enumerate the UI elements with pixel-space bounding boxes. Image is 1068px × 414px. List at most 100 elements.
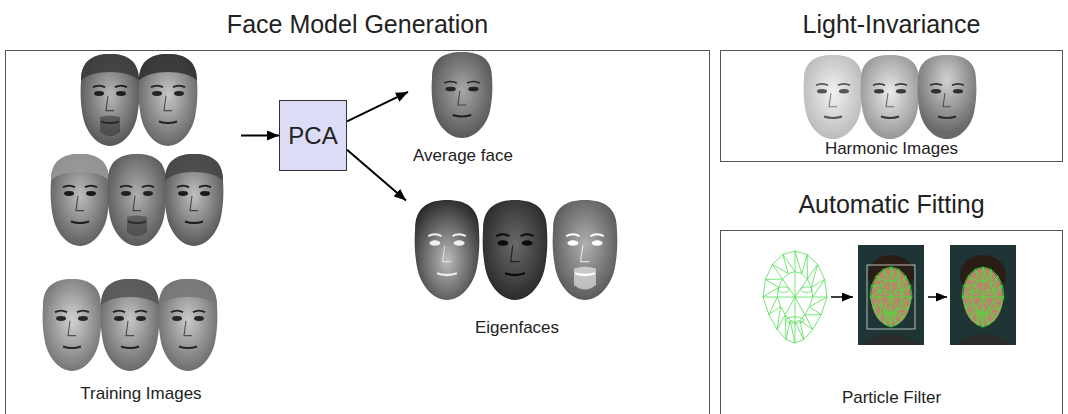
face-nose — [164, 96, 172, 111]
mesh-lines — [763, 251, 827, 343]
face-eye — [454, 240, 465, 245]
face-mouth — [179, 346, 197, 348]
face-eye — [896, 89, 906, 93]
face-eye — [953, 89, 963, 93]
face-brow — [93, 86, 127, 88]
face-brow — [120, 186, 154, 188]
face-brow — [444, 82, 479, 84]
face-mesh — [763, 251, 827, 343]
face-nose — [458, 91, 466, 105]
face-mesh — [870, 267, 912, 327]
face-brow — [177, 186, 211, 188]
face-nose — [126, 321, 134, 336]
face-eye — [178, 191, 188, 196]
face-shape — [81, 54, 140, 146]
face-image — [918, 55, 977, 139]
face-mouth — [121, 346, 139, 348]
panel: Automatic FittingParticle Filter — [720, 230, 1063, 414]
face-nose — [190, 196, 198, 211]
face-image — [159, 279, 218, 371]
face-brow — [566, 234, 603, 236]
caption: Harmonic Images — [825, 139, 958, 159]
image-group: Eigenfaces — [406, 193, 628, 341]
face-brow — [496, 234, 533, 236]
face-eye — [114, 316, 124, 321]
face-nose — [511, 245, 520, 261]
face-mouth — [453, 115, 472, 117]
face-hair — [159, 279, 217, 306]
connector-arrow — [347, 92, 408, 121]
caption: Average face — [413, 146, 513, 166]
step-arrow — [928, 296, 947, 298]
face-image — [553, 200, 618, 300]
mesh-eye — [895, 290, 903, 294]
face-mouth — [938, 117, 956, 118]
face-shape — [804, 55, 863, 139]
face-eye — [78, 316, 88, 321]
face-eye — [592, 240, 603, 245]
face-shape — [101, 279, 160, 371]
panel: Light-InvarianceHarmonic Images — [720, 50, 1063, 162]
face-shape — [918, 55, 977, 139]
face-hair — [165, 154, 223, 181]
face-eye — [200, 191, 210, 196]
face-shape — [861, 55, 920, 139]
mesh-mouth — [977, 310, 989, 314]
face-eye — [136, 316, 146, 321]
face-shape — [43, 279, 102, 371]
face-shape — [415, 200, 480, 300]
face-eye — [86, 191, 96, 196]
face-image — [804, 55, 863, 139]
face-nose — [68, 321, 76, 336]
face-image — [108, 154, 167, 246]
face-eye — [174, 91, 184, 96]
face-eye — [817, 89, 827, 93]
face-eye — [64, 191, 74, 196]
face-brow — [63, 186, 97, 188]
face-shape — [165, 154, 224, 246]
face-eye — [445, 87, 455, 92]
photo-shirt — [954, 334, 1012, 345]
image-group: Average face — [408, 53, 518, 171]
face-eye — [468, 87, 478, 92]
face-eye — [94, 91, 104, 96]
face-image — [51, 154, 110, 246]
face-eye — [56, 316, 66, 321]
face-hair — [81, 54, 139, 81]
face-nose — [943, 93, 951, 107]
face-hair — [139, 54, 197, 81]
face-mouth — [159, 121, 177, 123]
face-shape — [432, 52, 493, 138]
face-image — [101, 279, 160, 371]
face-nose — [829, 93, 837, 107]
face-eye — [194, 316, 204, 321]
face-beard — [574, 267, 596, 290]
face-hair — [101, 279, 159, 306]
face-nose — [106, 96, 114, 111]
mesh-lines — [962, 267, 1004, 327]
face-nose — [184, 321, 192, 336]
face-nose — [133, 196, 141, 211]
face-eye — [172, 316, 182, 321]
panel: Face Model GenerationTraining ImagesPCAA… — [5, 50, 710, 414]
face-image — [432, 52, 493, 138]
face-shape — [553, 200, 618, 300]
face-mouth — [437, 273, 457, 275]
face-eye — [429, 240, 440, 245]
image-group: Training Images — [41, 56, 241, 411]
face-nose — [443, 245, 452, 261]
face-image — [415, 200, 480, 300]
face-nose — [886, 93, 894, 107]
connector-arrow — [241, 135, 279, 137]
connector-arrow — [347, 150, 406, 201]
face-eye — [116, 91, 126, 96]
mesh-mouth — [885, 310, 897, 314]
face-brow — [816, 84, 850, 85]
caption: Training Images — [80, 384, 201, 404]
face-hair — [51, 154, 109, 181]
face-eye — [931, 89, 941, 93]
face-nose — [581, 245, 590, 261]
face-image — [81, 54, 140, 146]
face-beard — [127, 216, 147, 237]
